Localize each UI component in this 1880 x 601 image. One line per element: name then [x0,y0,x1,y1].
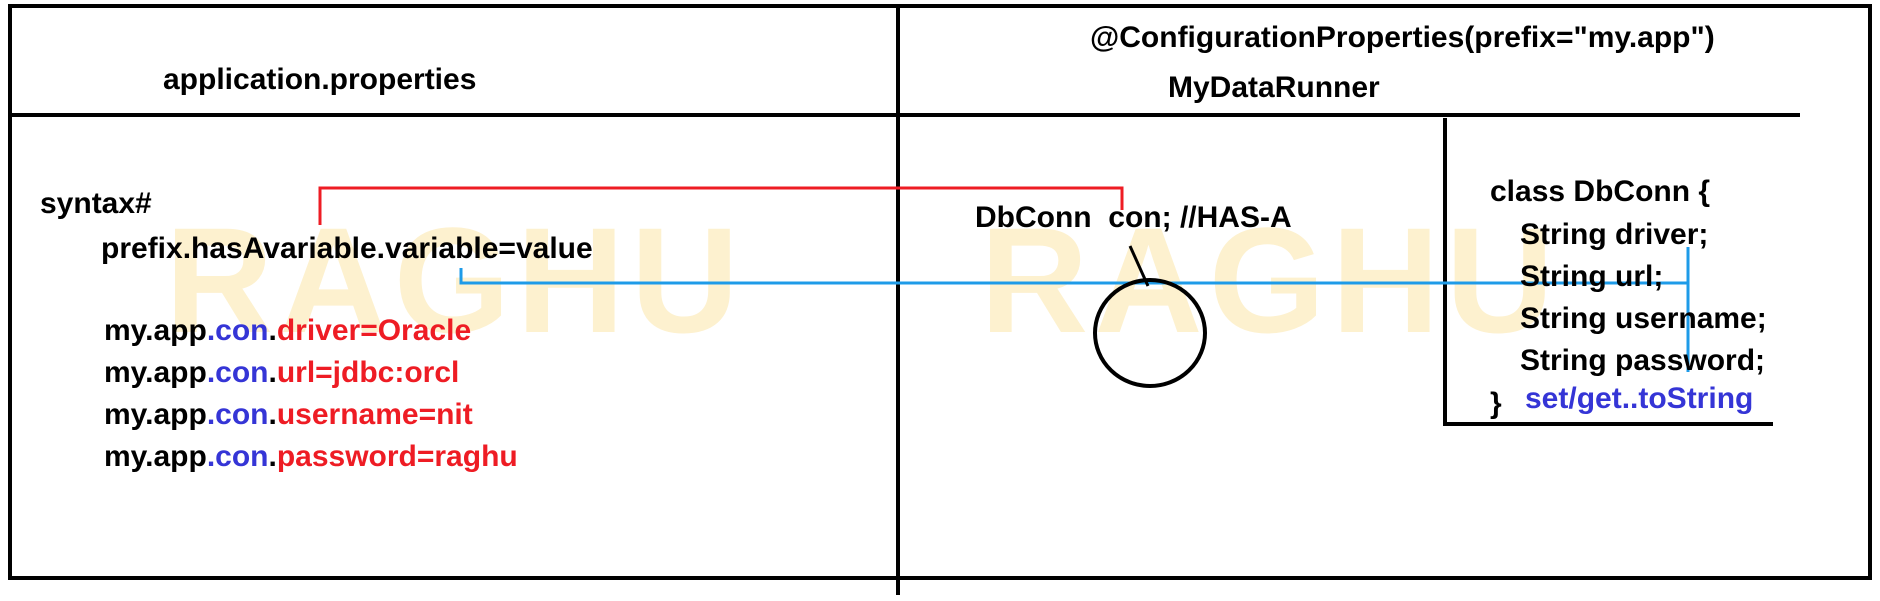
watermark-left: RAGHU [165,196,745,364]
field-line: String password; [1520,344,1766,377]
field-line: String driver; [1520,218,1709,251]
outer-border [8,4,1872,580]
inner-class-header: class DbConn { [1490,175,1711,208]
property-line: my.app.con.username=nit [104,398,473,431]
property-line: my.app.con.driver=Oracle [104,314,472,347]
field-line: String username; [1520,302,1767,335]
has-a-field: DbConn con; //HAS-A [975,201,1292,234]
red-connector [318,186,1124,225]
watermark-right: RAGHU [980,196,1560,364]
property-line: my.app.con.password=raghu [104,440,518,473]
class-name: MyDataRunner [1168,71,1380,104]
syntax-line: prefix.hasAvariable.variable=value [101,232,593,265]
property-list: my.app.con.driver=Oracle my.app.con.url=… [104,313,518,481]
annotation-label: @ConfigurationProperties(prefix="my.app"… [1090,21,1715,54]
blue-connector [459,268,1688,285]
syntax-label: syntax# [40,187,152,220]
inner-class-note: set/get..toString [1525,382,1754,415]
left-header: application.properties [163,63,477,96]
inner-class-closing: } [1490,387,1502,420]
highlight-circle [1093,278,1207,388]
field-line: String url; [1520,260,1664,293]
inner-class-fields: String driver; String url; String userna… [1520,217,1767,385]
property-line: my.app.con.url=jdbc:orcl [104,356,460,389]
